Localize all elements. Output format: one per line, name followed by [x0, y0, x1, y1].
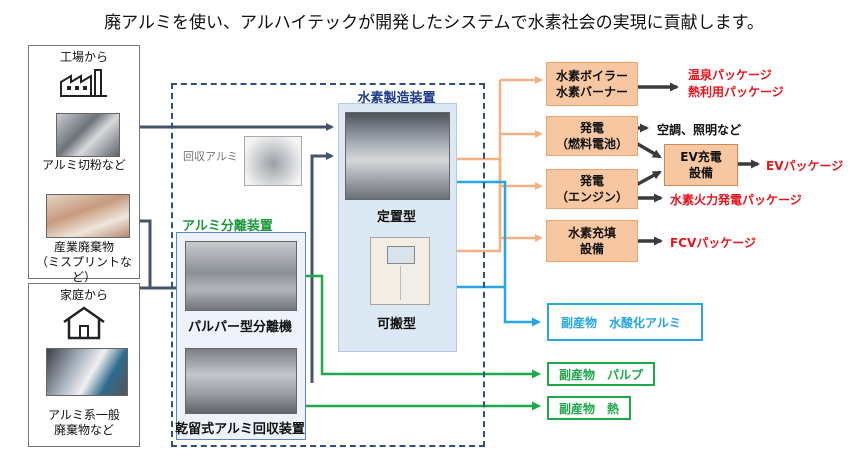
orange-flow-lines [455, 76, 543, 253]
ev-charging-line1: EV充電 [680, 150, 722, 164]
engine-line1: 発電 [579, 174, 604, 188]
pulper-separator-label: パルパー型分離機 [187, 320, 292, 335]
ev-package-label: EVパッケージ [766, 159, 844, 173]
fuel-cell-line1: 発電 [579, 121, 604, 135]
separation-unit-title: アルミ分離装置 [182, 219, 273, 234]
home-header: 家庭から [59, 288, 108, 302]
stationary-unit-label: 定置型 [376, 210, 416, 225]
hydrogen-boiler-line2: 水素バーナー [555, 85, 628, 99]
engine-power-box: 発電 （エンジン） [546, 169, 638, 209]
gray-flow-lines [118, 123, 334, 383]
house-icon [63, 306, 105, 340]
heat-utilization-package-label: 熱利用パッケージ [688, 85, 784, 99]
recovered-aluminum-label: 回収アルミ [183, 150, 238, 163]
household-waste-photo [46, 348, 128, 396]
hydrogen-boiler-box: 水素ボイラー 水素バーナー [546, 62, 638, 106]
dry-distillation-recovery-label: 乾留式アルミ回収装置 [175, 422, 305, 437]
hydrogen-filling-box: 水素充填 設備 [546, 220, 638, 262]
byproduct-aluminum-hydroxide: 副産物 水酸化アルミ [547, 303, 703, 341]
output-arrows [635, 82, 760, 246]
aluminum-chips-photo [56, 113, 120, 157]
page-title: 廃アルミを使い、アルハイテックが開発したシステムで水素社会の実現に貢献します。 [104, 13, 764, 33]
stationary-unit-photo [345, 112, 450, 200]
hydrogen-thermal-package-label: 水素火力発電パッケージ [670, 193, 802, 207]
hot-spring-package-label: 温泉パッケージ [688, 68, 772, 82]
fuel-cell-line2: （燃料電池） [555, 137, 628, 151]
byproduct-heat: 副産物 熱 [547, 396, 631, 420]
dry-distillation-recovery-photo [185, 348, 297, 414]
home-source-box: 家庭から アルミ系一般 廃棄物など [28, 283, 140, 447]
engine-line2: （エンジン） [555, 190, 628, 204]
factory-item2-caption-line2: （ミスプリントなど） [35, 255, 132, 284]
factory-item2-caption-line1: 産業廃棄物 [53, 240, 114, 254]
hydrogen-boiler-line1: 水素ボイラー [555, 69, 628, 83]
fuel-cell-power-box: 発電 （燃料電池） [546, 116, 638, 156]
ac-lighting-label: 空調、照明など [657, 123, 742, 137]
filling-line2: 設備 [579, 242, 604, 256]
ev-charging-line2: 設備 [688, 166, 713, 180]
factory-item1-caption: アルミ切粉など [42, 158, 126, 172]
blue-flow-lines [455, 180, 541, 327]
factory-header: 工場から [59, 50, 108, 64]
green-flow-lines [304, 274, 541, 411]
pulper-separator-photo [185, 241, 297, 311]
factory-icon [60, 69, 107, 97]
home-caption-line1: アルミ系一般 [48, 408, 120, 422]
industrial-waste-photo [46, 194, 130, 238]
portable-unit-photo [370, 237, 430, 305]
filling-line1: 水素充填 [567, 226, 616, 240]
portable-unit-label: 可搬型 [376, 317, 416, 332]
ev-charging-box: EV充電 設備 [664, 144, 738, 186]
recovered-aluminum-photo [244, 136, 302, 186]
system-boundary [171, 83, 485, 447]
hydrogen-production-title: 水素製造装置 [357, 91, 436, 106]
home-caption-line2: 廃棄物など [53, 423, 114, 437]
factory-source-box: 工場から アルミ切粉など 産業廃棄物 （ミスプリントなど） [28, 45, 140, 284]
fcv-package-label: FCVパッケージ [670, 236, 757, 250]
byproduct-pulp: 副産物 パルプ [547, 362, 655, 386]
